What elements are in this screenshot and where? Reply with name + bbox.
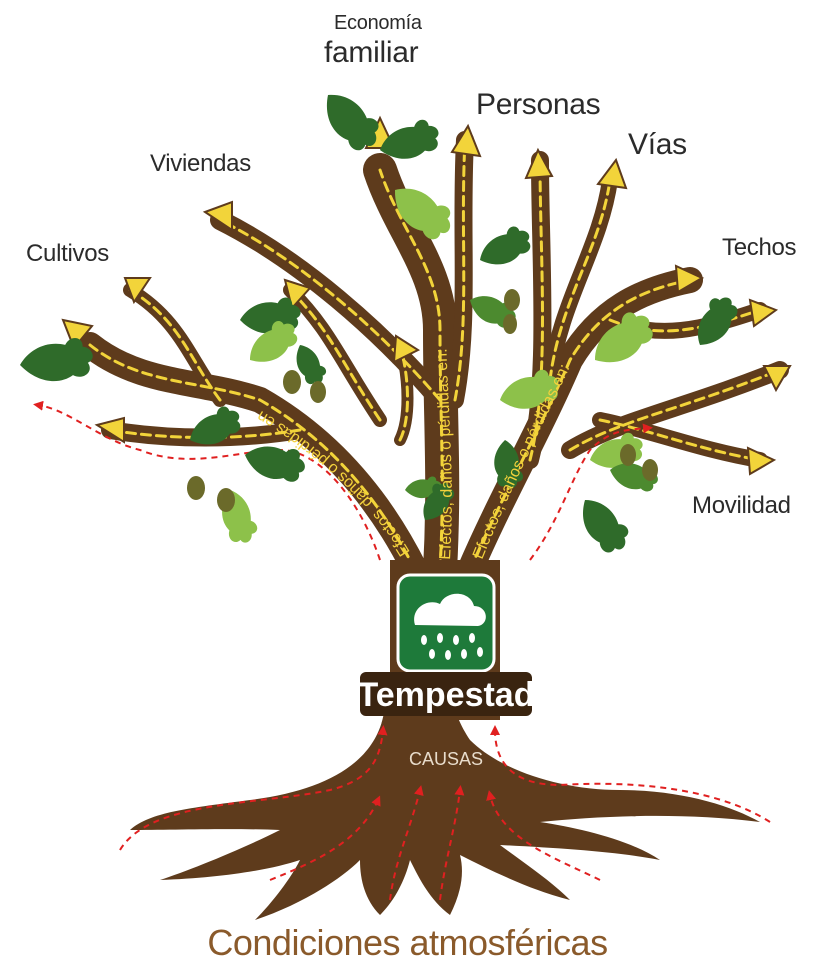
label-economia-line1: Economía [334,12,422,35]
storm-icon [398,575,494,671]
bottom-title: Condiciones atmosféricas [0,922,815,964]
trunk-label-left: Efectos, daños o pérdidas en: [0,0,414,559]
label-movilidad: Movilidad [692,492,791,520]
roots-label: CAUSAS [409,749,483,769]
center-label: Tempestad [358,676,535,714]
roots [130,705,760,920]
label-personas: Personas [476,88,600,122]
label-cultivos: Cultivos [26,240,109,268]
label-vias: Vías [628,128,687,162]
label-techos: Techos [722,234,796,262]
label-economia-line2: familiar [324,36,418,70]
label-viviendas: Viviendas [150,150,251,178]
